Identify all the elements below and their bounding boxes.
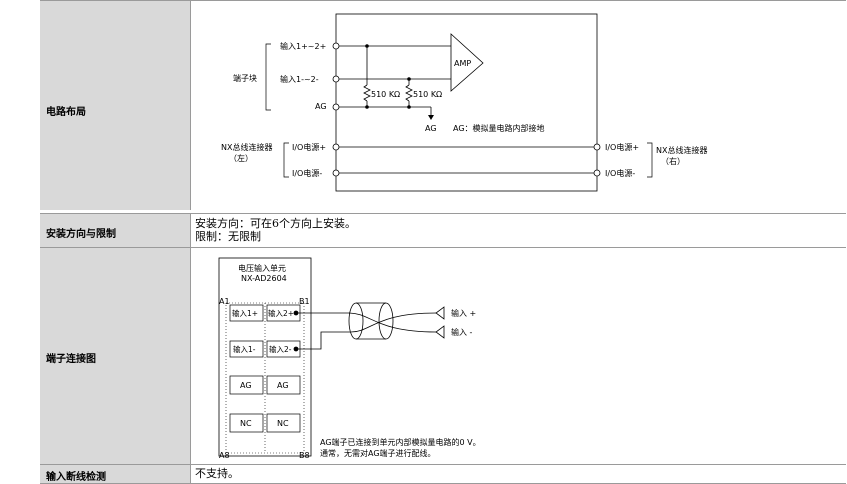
terminal-label: 输入2+ bbox=[268, 308, 294, 318]
header-disconnect: 输入断线检测 bbox=[46, 472, 106, 483]
terminal-label: NC bbox=[277, 419, 289, 428]
label-in-minus: 输入1-~2- bbox=[280, 74, 319, 84]
label-nx-left-1: NX总线连接器 bbox=[221, 142, 272, 152]
shield-cable bbox=[348, 302, 364, 340]
resistor-1 bbox=[363, 84, 371, 102]
header-circuit-layout: 电路布局 bbox=[46, 107, 86, 118]
label-io-minus-right: I/O电源- bbox=[605, 168, 635, 178]
row-header: 电路布局 bbox=[40, 1, 191, 210]
label-r1: 510 KΩ bbox=[371, 90, 400, 99]
terminal-nc-2 bbox=[266, 413, 301, 433]
terminal-ag-1 bbox=[229, 375, 264, 395]
spec-table: 电路布局 端子块 输入1+~2+ 输入1-~2- AG bbox=[40, 0, 846, 484]
mounting-cell: 安装方向：可在6个方向上安装。 限制：无限制 bbox=[191, 214, 846, 248]
input-minus-terminal bbox=[435, 325, 445, 339]
terminal-nc-1 bbox=[229, 413, 264, 433]
row-header: 安装方向与限制 bbox=[40, 214, 191, 248]
row-mounting: 安装方向与限制 安装方向：可在6个方向上安装。 限制：无限制 bbox=[40, 213, 846, 248]
disconnect-value: 不支持。 bbox=[195, 467, 239, 480]
label-amp: AMP bbox=[454, 59, 471, 68]
label-b1: B1 bbox=[299, 297, 310, 306]
label-terminal-block: 端子块 bbox=[233, 73, 257, 83]
terminal-in1-minus bbox=[229, 340, 264, 358]
label-r2: 510 KΩ bbox=[413, 90, 442, 99]
terminal-diagram-cell: 电压输入单元 NX-AD2604 A1 B1 A8 B8 输入1+ 输入 bbox=[191, 248, 846, 464]
label-input-minus: 输入 - bbox=[451, 327, 473, 337]
terminal-in1-plus bbox=[229, 304, 264, 322]
disconnect-cell: 不支持。 bbox=[191, 465, 846, 483]
row-circuit-layout: 电路布局 端子块 输入1+~2+ 输入1-~2- AG bbox=[40, 0, 846, 210]
label-nx-right-1: NX总线连接器 bbox=[656, 145, 707, 155]
terminal-label: NC bbox=[240, 419, 252, 428]
label-a8: A8 bbox=[219, 451, 230, 460]
mounting-restriction: 限制：无限制 bbox=[195, 230, 261, 243]
label-a1: A1 bbox=[219, 297, 230, 306]
terminal-label: 输入1+ bbox=[232, 308, 258, 318]
row-header: 端子连接图 bbox=[40, 248, 191, 464]
unit-title: 电压输入单元 bbox=[238, 263, 286, 273]
label-in-plus: 输入1+~2+ bbox=[280, 41, 326, 51]
label-nx-left-2: （左） bbox=[229, 153, 253, 163]
terminal-label: 输入1- bbox=[233, 344, 256, 354]
terminal-ag-2 bbox=[266, 375, 301, 395]
label-ag-note: AG：模拟量电路内部接地 bbox=[453, 123, 545, 133]
label-io-minus-left: I/O电源- bbox=[292, 168, 322, 178]
label-io-plus-left: I/O电源+ bbox=[292, 142, 326, 152]
note-1: AG端子已连接到单元内部模拟量电路的0 V。 bbox=[320, 437, 481, 447]
row-terminal-diagram: 端子连接图 电压输入单元 NX-AD2604 A1 B1 A8 B8 bbox=[40, 247, 846, 464]
header-terminal-diagram: 端子连接图 bbox=[46, 354, 96, 365]
row-header: 输入断线检测 bbox=[40, 465, 191, 483]
terminal-label: AG bbox=[277, 381, 289, 390]
input-plus-terminal bbox=[435, 306, 445, 320]
label-nx-right-2: （右） bbox=[661, 156, 685, 166]
terminal-label: 输入2- bbox=[269, 344, 292, 354]
terminal-diagram: 电压输入单元 NX-AD2604 A1 B1 A8 B8 输入1+ 输入 bbox=[218, 257, 481, 460]
label-b8: B8 bbox=[299, 451, 310, 460]
label-ag-bottom: AG bbox=[425, 124, 437, 133]
header-mounting: 安装方向与限制 bbox=[46, 229, 116, 240]
label-input-plus: 输入 + bbox=[451, 308, 476, 318]
unit-model: NX-AD2604 bbox=[241, 274, 287, 283]
mounting-direction: 安装方向：可在6个方向上安装。 bbox=[195, 217, 356, 230]
circuit-diagram-cell: 端子块 输入1+~2+ 输入1-~2- AG AMP bbox=[191, 1, 846, 210]
note-2: 通常，无需对AG端子进行配线。 bbox=[320, 448, 436, 458]
row-disconnect-detection: 输入断线检测 不支持。 bbox=[40, 464, 846, 484]
label-ag: AG bbox=[315, 102, 327, 111]
terminal-label: AG bbox=[240, 381, 252, 390]
resistor-2 bbox=[405, 84, 413, 102]
label-io-plus-right: I/O电源+ bbox=[605, 142, 639, 152]
amp-symbol bbox=[450, 33, 484, 92]
circuit-diagram: 端子块 输入1+~2+ 输入1-~2- AG AMP bbox=[221, 13, 707, 192]
